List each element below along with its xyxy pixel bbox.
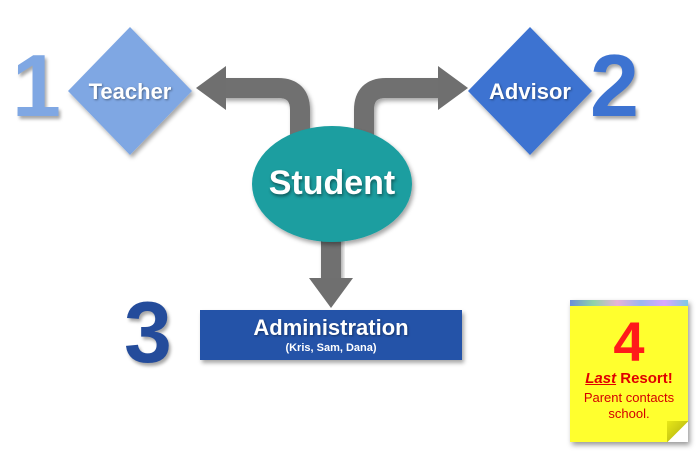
teacher-diamond: [68, 27, 192, 155]
step-number-3: 3: [124, 285, 172, 381]
arrow-to-teacher-head: [196, 66, 226, 110]
sticky-note-band: [570, 300, 688, 306]
last-resort-heading: Last Resort!: [570, 370, 688, 387]
administration-names: (Kris, Sam, Dana): [285, 342, 377, 354]
advisor-diamond: [468, 27, 592, 155]
arrow-to-administration-head: [309, 278, 353, 308]
last-resort-text: Parent contacts school.: [583, 390, 675, 422]
student-label: Student: [268, 164, 396, 202]
last-word: Last: [585, 370, 617, 387]
resort-word: Resort!: [616, 370, 673, 387]
arrow-to-advisor: [354, 78, 442, 160]
step-number-4: 4: [613, 310, 645, 373]
teacher-label: Teacher: [88, 79, 172, 104]
student-oval: [252, 126, 412, 242]
step-number-2: 2: [590, 36, 639, 135]
last-resort-sticky-note: 4 Last Resort! Parent contacts school.: [570, 300, 688, 442]
advisor-label: Advisor: [489, 79, 571, 104]
arrow-to-advisor-head: [438, 66, 468, 110]
page-curl: [667, 421, 688, 442]
administration-box: Administration (Kris, Sam, Dana): [200, 310, 462, 360]
administration-label: Administration: [253, 315, 409, 340]
step-number-1: 1: [12, 36, 61, 135]
arrow-to-teacher: [222, 78, 310, 160]
